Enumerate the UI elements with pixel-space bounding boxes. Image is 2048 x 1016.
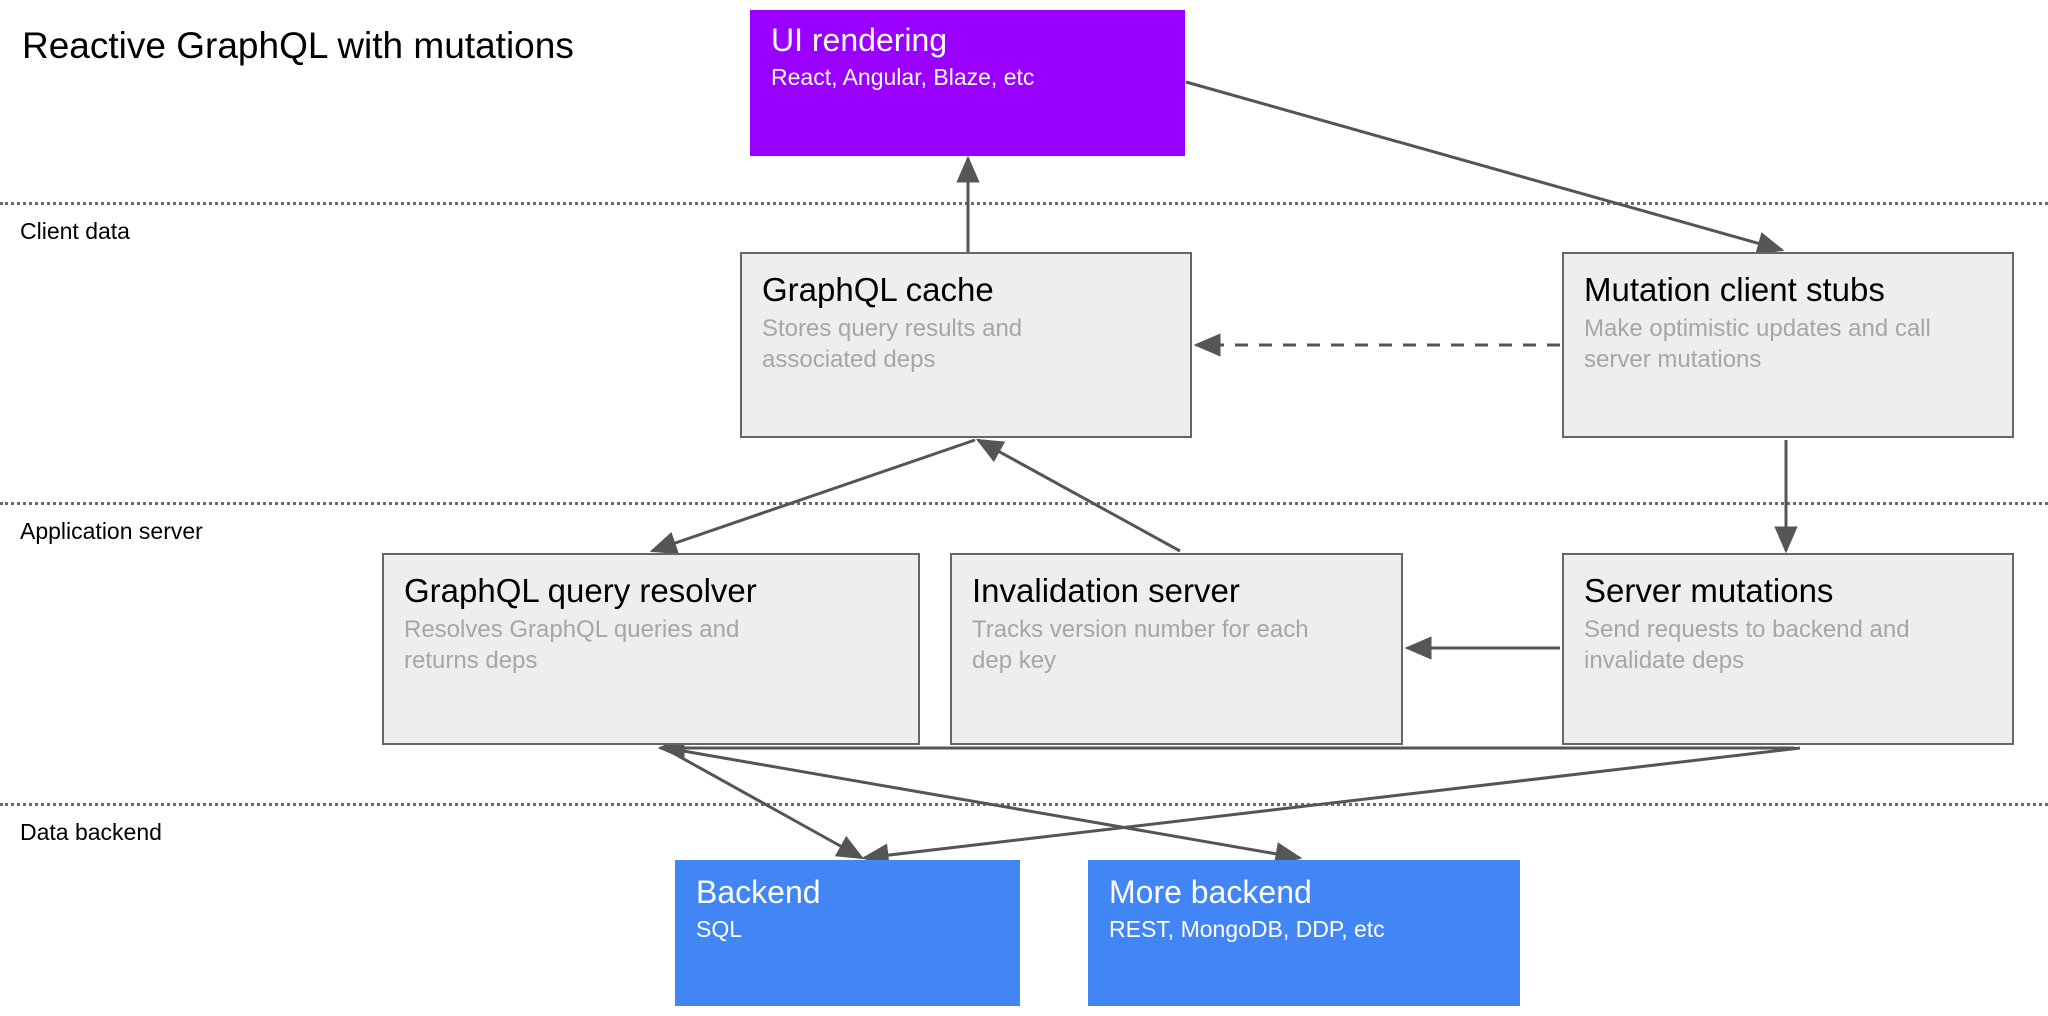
node-ui-rendering[interactable]: UI rendering React, Angular, Blaze, etc xyxy=(750,10,1185,156)
page-title: Reactive GraphQL with mutations xyxy=(22,25,574,66)
lane-label-application-server: Application server xyxy=(20,518,203,544)
node-subtitle: Tracks version number for each dep key xyxy=(972,615,1309,675)
node-mutation-client-stubs[interactable]: Mutation client stubs Make optimistic up… xyxy=(1562,252,2014,438)
node-backend[interactable]: Backend SQL xyxy=(675,860,1020,1006)
node-subtitle: React, Angular, Blaze, etc xyxy=(771,63,1035,90)
lane-divider-data-backend xyxy=(0,803,2048,806)
node-subtitle: SQL xyxy=(696,915,743,942)
node-title: GraphQL cache xyxy=(762,271,994,308)
lane-divider-application-server xyxy=(0,502,2048,505)
edge-cache-to-query-resolver xyxy=(649,438,976,555)
lane-divider-client-data xyxy=(0,202,2048,205)
node-more-backend[interactable]: More backend REST, MongoDB, DDP, etc xyxy=(1088,860,1520,1006)
edge-ui-to-mutation-stubs xyxy=(1185,80,1785,255)
node-title: UI rendering xyxy=(771,22,948,58)
node-title: Server mutations xyxy=(1584,572,1834,609)
lane-label-data-backend: Data backend xyxy=(20,819,162,845)
lane-label-client-data: Client data xyxy=(20,218,130,244)
edge-invalidation-to-cache xyxy=(975,438,1181,553)
node-title: Backend xyxy=(696,874,821,910)
node-subtitle: REST, MongoDB, DDP, etc xyxy=(1109,915,1385,942)
node-server-mutations[interactable]: Server mutations Send requests to backen… xyxy=(1562,553,2014,745)
node-subtitle: Make optimistic updates and call server … xyxy=(1584,314,1931,374)
node-graphql-cache[interactable]: GraphQL cache Stores query results and a… xyxy=(740,252,1192,438)
node-title: Invalidation server xyxy=(972,572,1240,609)
node-title: GraphQL query resolver xyxy=(404,572,757,609)
node-graphql-query-resolver[interactable]: GraphQL query resolver Resolves GraphQL … xyxy=(382,553,920,745)
node-title: Mutation client stubs xyxy=(1584,271,1885,308)
node-subtitle: Resolves GraphQL queries and returns dep… xyxy=(404,615,740,675)
node-invalidation-server[interactable]: Invalidation server Tracks version numbe… xyxy=(950,553,1403,745)
node-subtitle: Send requests to backend and invalidate … xyxy=(1584,615,1910,675)
node-subtitle: Stores query results and associated deps xyxy=(762,314,1023,374)
node-title: More backend xyxy=(1109,874,1312,910)
